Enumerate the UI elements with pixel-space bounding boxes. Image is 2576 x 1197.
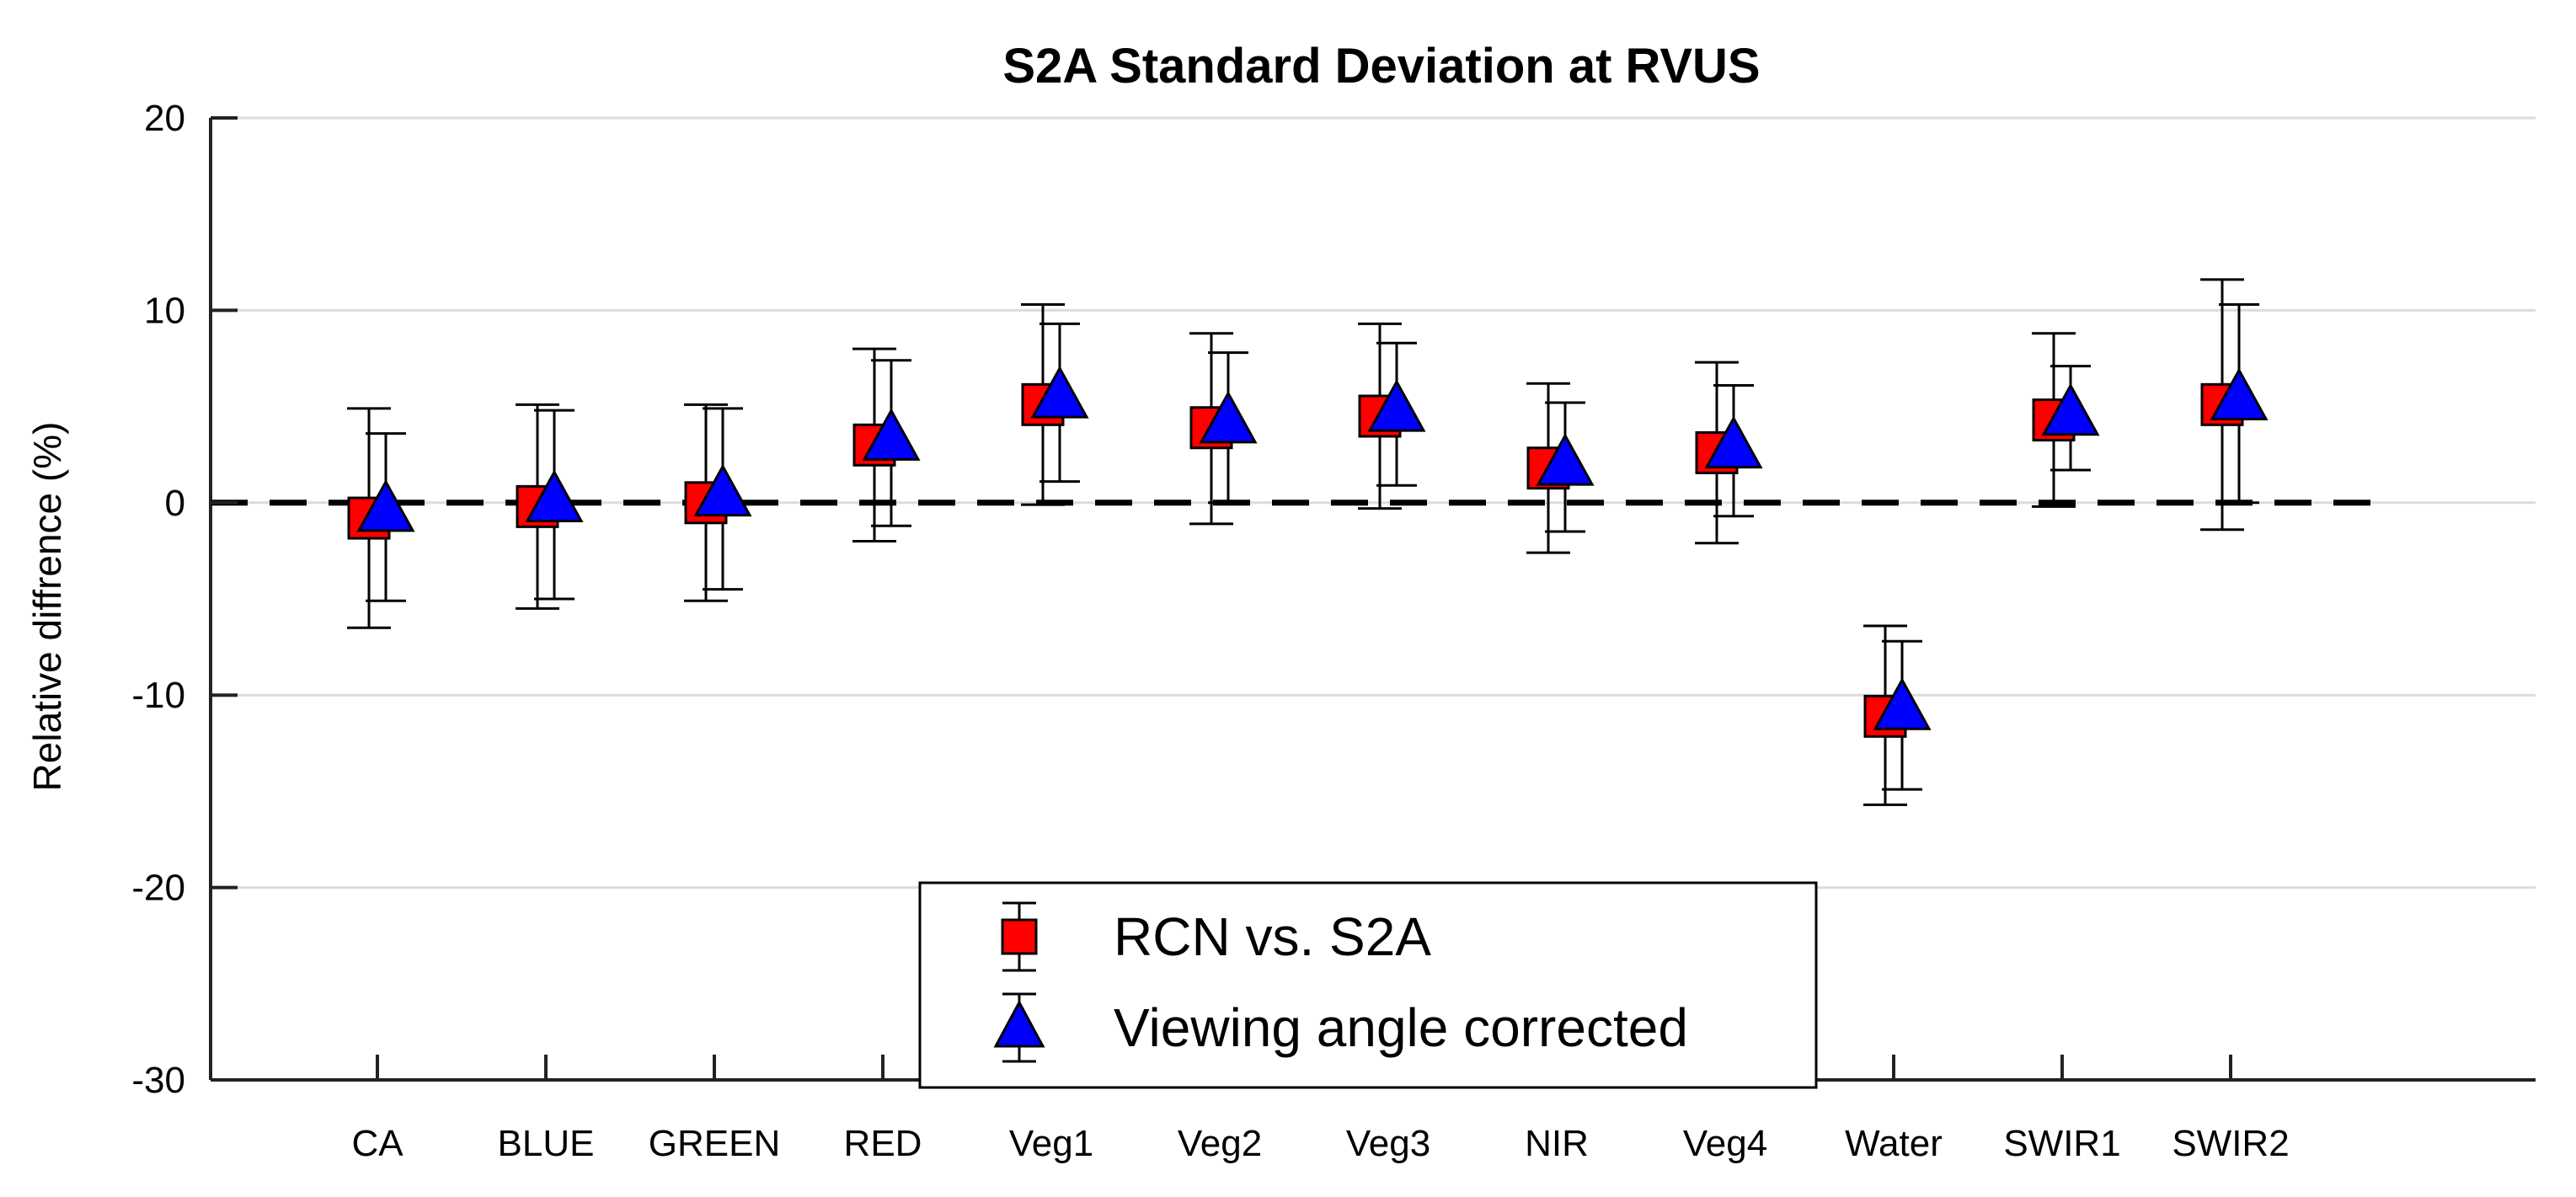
legend-box — [918, 881, 1818, 1089]
x-tick-label: Water — [1845, 1123, 1943, 1164]
data-point-triangle — [1367, 379, 1426, 432]
legend-label: RCN vs. S2A — [1114, 906, 1431, 967]
x-tick-label: RED — [844, 1123, 922, 1164]
data-point-triangle — [525, 469, 584, 523]
data-point-triangle — [1704, 415, 1763, 469]
chart-title: S2A Standard Deviation at RVUS — [1002, 39, 1760, 94]
data-point-triangle — [862, 408, 921, 461]
y-tick-label: -20 — [131, 868, 185, 909]
y-ticks: -30 -20 -10 0 10 20 — [131, 98, 238, 1101]
x-tick-label: Veg2 — [1178, 1123, 1262, 1164]
data-point-triangle — [1536, 433, 1595, 486]
x-tick-label: Veg3 — [1346, 1123, 1430, 1164]
legend-entries: RCN vs. S2A Viewing angle corrected — [993, 901, 1688, 1063]
data-point-triangle — [1199, 390, 1258, 444]
legend-triangle-marker — [993, 999, 1045, 1048]
data-point-triangle — [356, 478, 415, 532]
data-markers — [347, 366, 2269, 738]
y-tick-label: 0 — [165, 483, 185, 524]
y-tick-label: -10 — [131, 675, 185, 716]
y-axis-label: Relative diffrence (%) — [25, 422, 69, 792]
data-point-triangle — [2041, 382, 2100, 436]
data-point-triangle — [693, 463, 752, 517]
x-tick-label: GREEN — [649, 1123, 780, 1164]
x-tick-label: Veg1 — [1009, 1123, 1093, 1164]
x-tick-label: SWIR2 — [2172, 1123, 2289, 1164]
x-ticks: CA BLUE GREEN RED Veg1 Veg2 Veg3 NIR Veg4 Water SW… — [351, 1055, 2290, 1164]
x-tick-label: SWIR1 — [2003, 1123, 2120, 1164]
legend: RCN vs. S2A Viewing angle corrected — [918, 881, 1818, 1089]
x-tick-label: NIR — [1525, 1123, 1589, 1164]
data-point-triangle — [1030, 366, 1089, 419]
data-point-triangle — [2210, 367, 2269, 420]
data-point-triangle — [1873, 677, 1932, 730]
x-tick-label: BLUE — [498, 1123, 595, 1164]
legend-square-marker — [1001, 918, 1038, 955]
x-tick-label: Veg4 — [1683, 1123, 1767, 1164]
legend-label: Viewing angle corrected — [1114, 997, 1688, 1058]
y-tick-label: 10 — [144, 290, 185, 331]
x-tick-label: CA — [351, 1123, 404, 1164]
y-tick-label: -30 — [131, 1060, 185, 1101]
y-tick-label: 20 — [144, 98, 185, 139]
